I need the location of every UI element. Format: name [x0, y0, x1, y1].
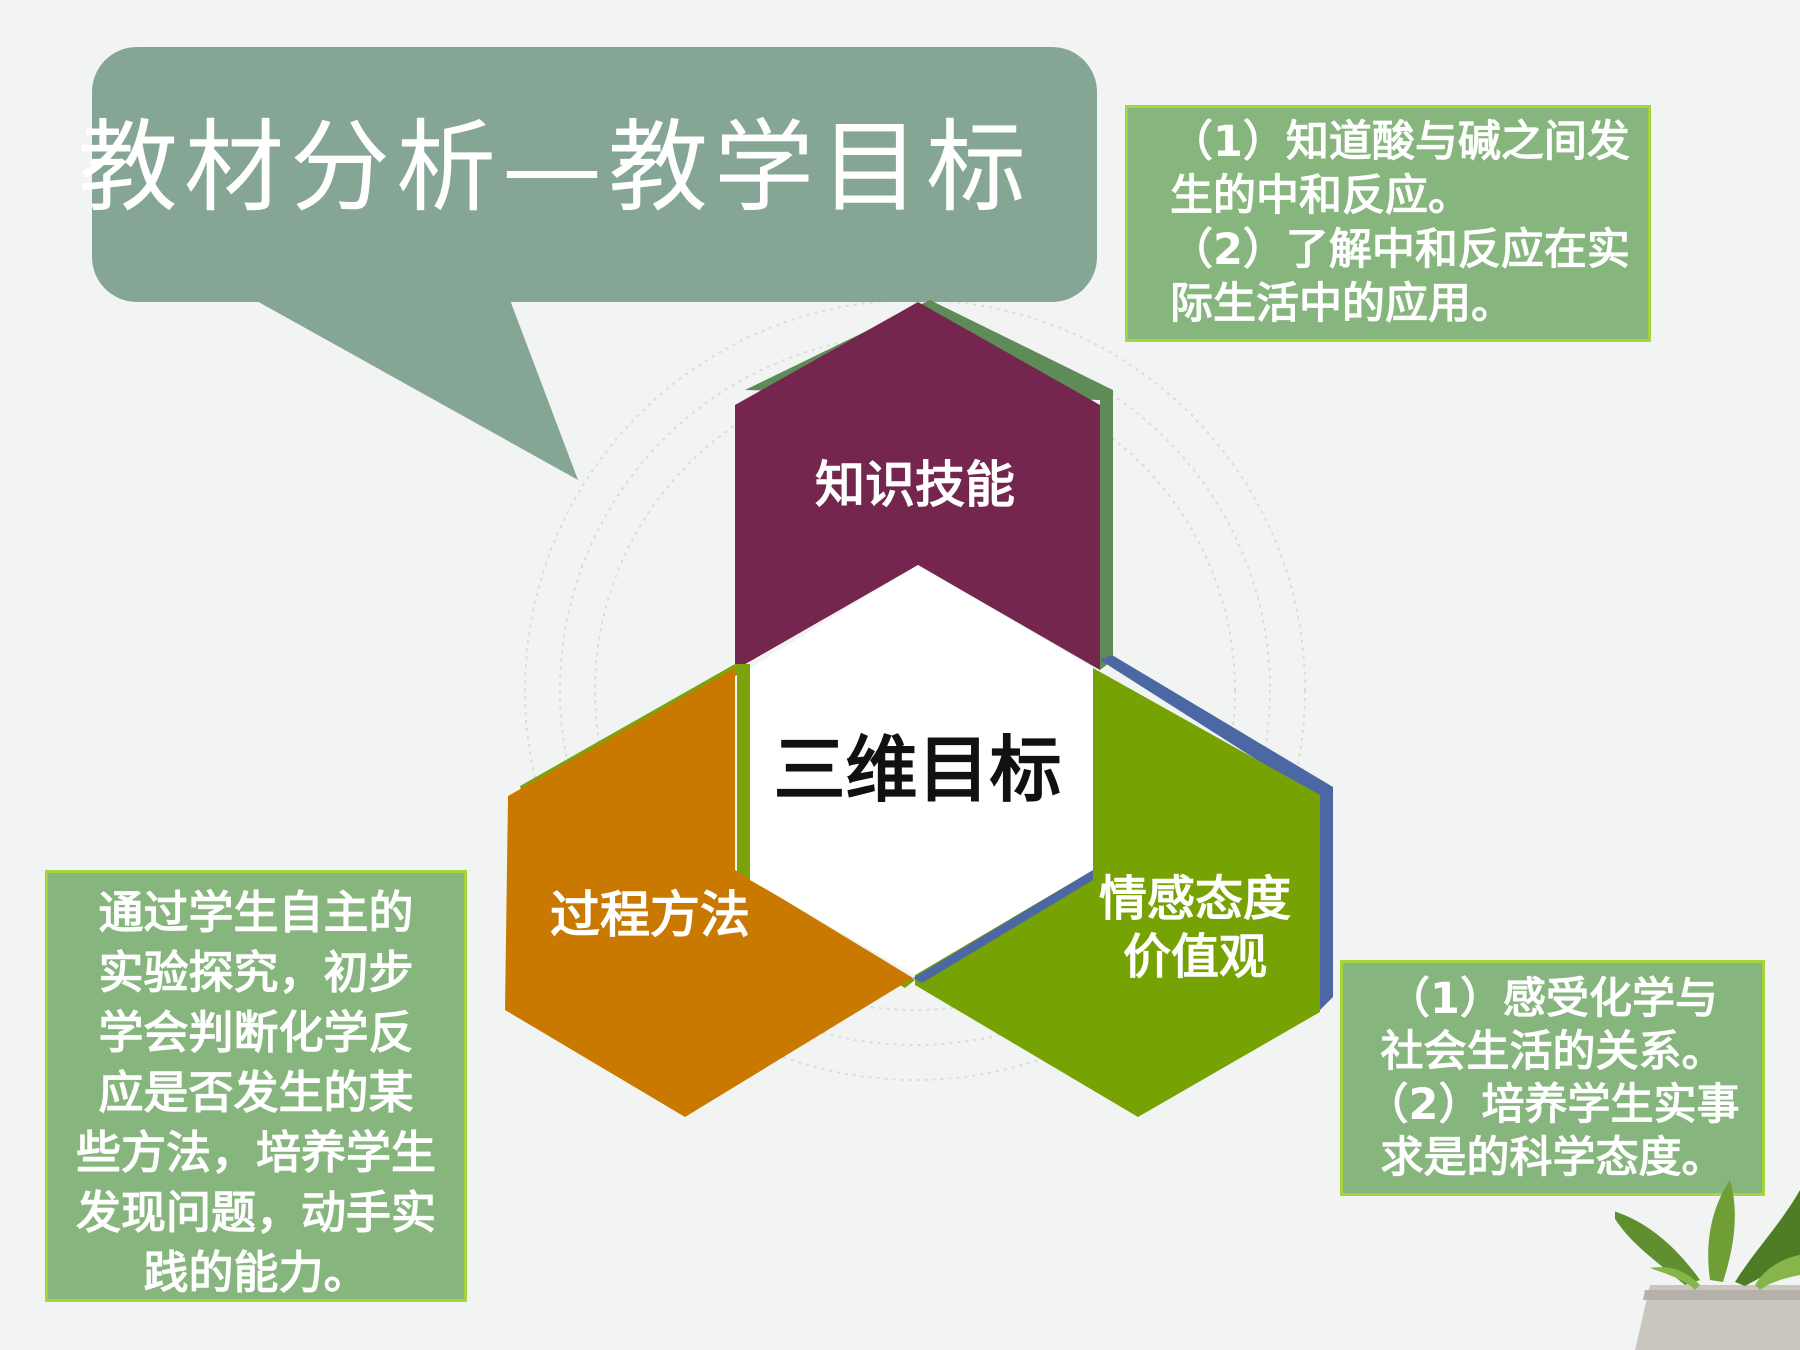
- ring-inner: [594, 369, 1236, 1011]
- hexagon-emotion-face: [915, 668, 1320, 1117]
- hexagon-emotion-edge: [1100, 655, 1333, 1010]
- speech-bubble-tail: [255, 300, 578, 480]
- speech-bubble-body: [92, 47, 1097, 302]
- title-speech-bubble: [92, 47, 1097, 480]
- emotion-goals-box: （1）感受化学与 社会生活的关系。 （2）培养学生实事 求是的科学态度。: [1340, 960, 1765, 1196]
- hexagon-knowledge-face: [735, 302, 1100, 670]
- knowledge-label: 知识技能: [815, 456, 1015, 514]
- hexagon-knowledge: [735, 300, 1113, 670]
- page-title: 教材分析—教学目标: [78, 109, 1032, 226]
- hexagon-process: [505, 664, 915, 1117]
- process-goals-box: 通过学生自主的 实验探究，初步 学会判断化学反 应是否发生的某 些方法，培养学生…: [45, 870, 467, 1302]
- hexagon-process-face: [505, 668, 913, 1117]
- plant-decoration-icon: [1615, 1180, 1800, 1350]
- ring-outer: [524, 299, 1306, 1081]
- process-label: 过程方法: [550, 886, 750, 944]
- emotion-label: 情感态度 价值观: [1098, 871, 1291, 985]
- hexagon-emotion: [913, 655, 1333, 1117]
- knowledge-goals-box: （1）知道酸与碱之间发 生的中和反应。 （2）了解中和反应在实 际生活中的应用。: [1125, 105, 1651, 342]
- hexagon-emotion-inner-edge: [913, 870, 1093, 983]
- center-title: 三维目标: [773, 728, 1062, 812]
- center-hexagon: [750, 565, 1093, 975]
